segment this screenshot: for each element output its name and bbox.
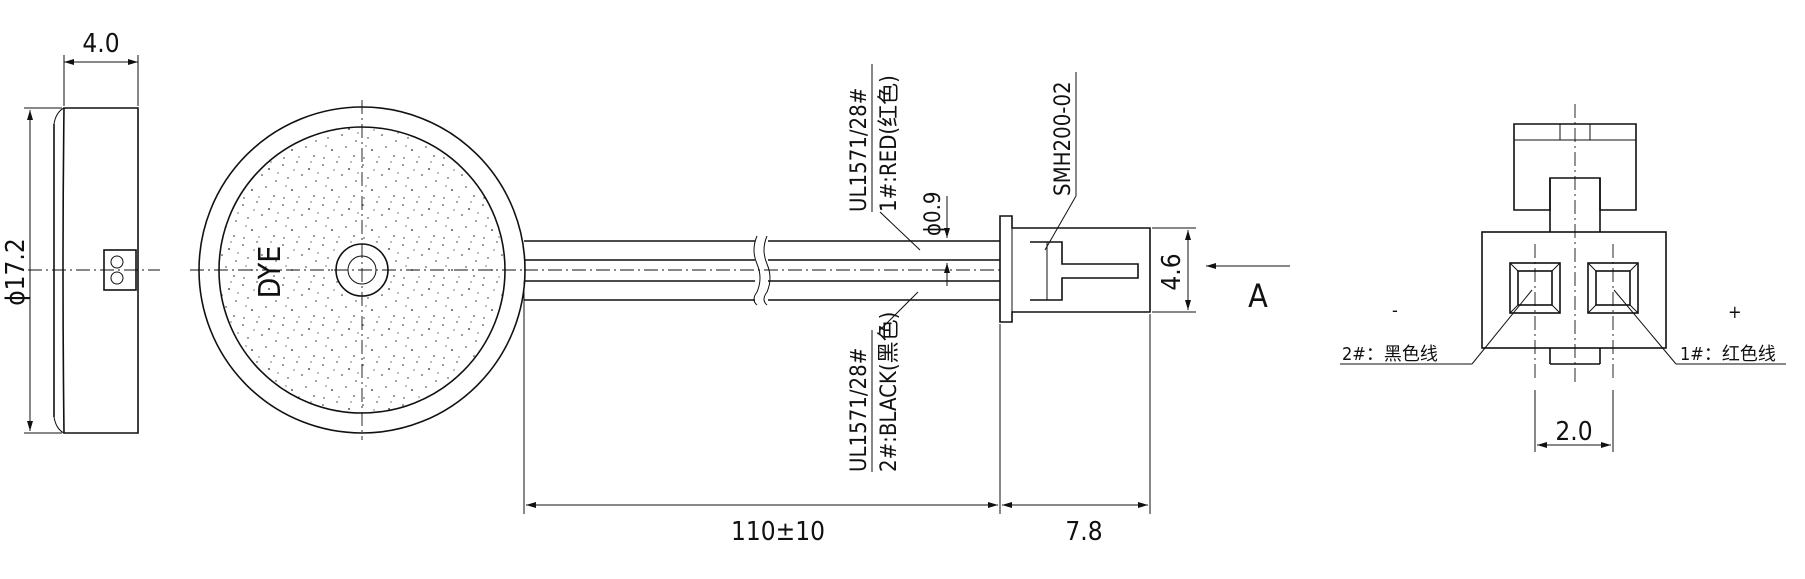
wire-dia-dim: ϕ0.9: [921, 191, 950, 286]
wire-black-desc: 2#:BLACK(黑色): [877, 312, 902, 472]
connector-length-dim-label: 7.8: [1065, 517, 1102, 547]
minus-sign: -: [1392, 300, 1398, 321]
length-dimensions: 110±10 7.8: [523, 282, 1151, 547]
wire-length-dim-label: 110±10: [731, 517, 825, 547]
diameter-dim-label: ϕ17.2: [1, 238, 31, 306]
side-view: 4.0 ϕ17.2: [1, 29, 160, 434]
front-view: DYE: [190, 100, 526, 440]
pin2-label: 2#：黑色线: [1342, 344, 1438, 365]
wires: [524, 235, 1000, 306]
connector-face-view: 2.0 2#：黑色线 - 1#：红色线 +: [1340, 104, 1786, 452]
wire-dia-dim-label: ϕ0.9: [921, 191, 946, 236]
wire-red-spec: UL1571/28#: [847, 88, 872, 212]
plus-sign: +: [1728, 302, 1742, 323]
connector-model-callout: SMH200-02: [1044, 72, 1077, 251]
connector-side: 4.6 A: [999, 215, 1290, 323]
thickness-dim-label: 4.0: [82, 29, 119, 59]
connector-height-dim-label: 4.6: [1157, 253, 1187, 290]
wire-black-callout: UL1571/28# 2#:BLACK(黑色): [847, 291, 919, 472]
connector-model-label: SMH200-02: [1051, 81, 1076, 196]
wire-black-spec: UL1571/28#: [847, 348, 872, 472]
logo-text: DYE: [253, 246, 288, 299]
pin1-label: 1#：红色线: [1680, 344, 1776, 365]
wire-red-callout: UL1571/28# 1#:RED(红色): [847, 64, 921, 251]
wire-red-desc: 1#:RED(红色): [877, 75, 902, 212]
view-a-label: A: [1248, 277, 1268, 315]
pin-pitch-dim-label: 2.0: [1555, 417, 1592, 447]
